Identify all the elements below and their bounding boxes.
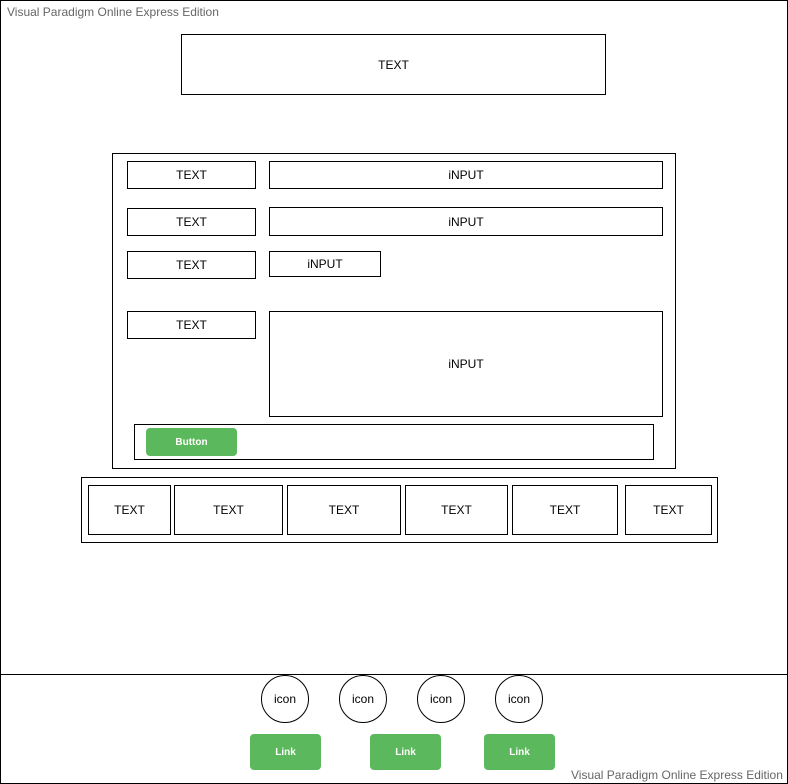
form-label-4: TEXT (127, 311, 256, 339)
watermark-bottom: Visual Paradigm Online Express Edition (571, 768, 783, 782)
form-label-2: TEXT (127, 208, 256, 236)
nav-item-4[interactable]: TEXT (405, 485, 508, 535)
form-textarea[interactable]: iNPUT (269, 311, 663, 417)
nav-item-3[interactable]: TEXT (287, 485, 401, 535)
nav-item-1[interactable]: TEXT (88, 485, 171, 535)
footer-icon-2[interactable]: icon (339, 675, 387, 723)
watermark-top: Visual Paradigm Online Express Edition (7, 5, 219, 19)
nav-item-2[interactable]: TEXT (174, 485, 283, 535)
footer-icon-1[interactable]: icon (261, 675, 309, 723)
footer-link-3[interactable]: Link (484, 734, 555, 770)
nav-item-5[interactable]: TEXT (512, 485, 618, 535)
form-input-1[interactable]: iNPUT (269, 161, 663, 189)
form-panel (112, 153, 676, 469)
button-bar (134, 424, 654, 460)
form-label-3: TEXT (127, 251, 256, 279)
form-input-3[interactable]: iNPUT (269, 251, 381, 277)
footer-link-2[interactable]: Link (370, 734, 441, 770)
footer-divider (0, 674, 788, 675)
form-label-1: TEXT (127, 161, 256, 189)
submit-button[interactable]: Button (146, 428, 237, 456)
footer-link-1[interactable]: Link (250, 734, 321, 770)
footer-icon-3[interactable]: icon (417, 675, 465, 723)
form-input-2[interactable]: iNPUT (269, 207, 663, 236)
footer-icon-4[interactable]: icon (495, 675, 543, 723)
nav-bar (81, 477, 718, 543)
nav-item-6[interactable]: TEXT (625, 485, 712, 535)
header-title: TEXT (181, 34, 606, 95)
